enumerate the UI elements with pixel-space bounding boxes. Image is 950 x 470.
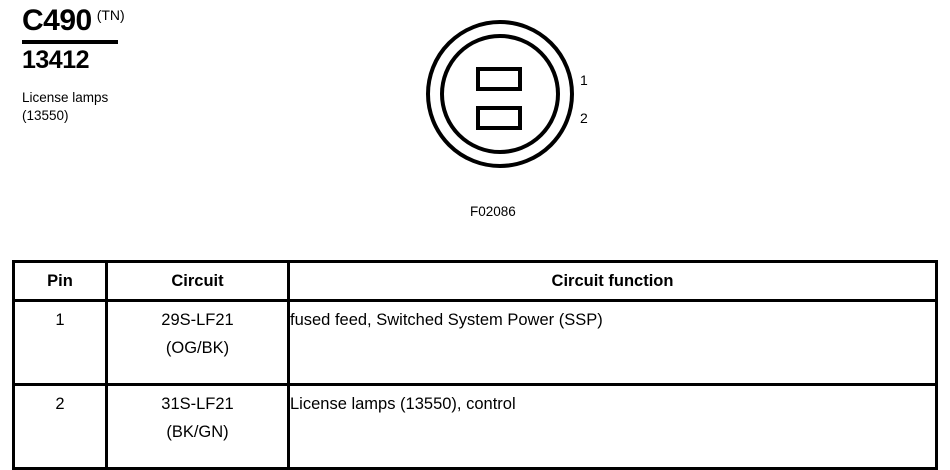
cell-pin: 1	[12, 299, 108, 386]
connector-header-block: C490 (TN) 13412 License lamps (13550)	[22, 6, 342, 125]
connector-id-row: C490 (TN)	[22, 6, 342, 36]
cell-pin: 2	[12, 383, 108, 470]
circuit-code: 31S-LF21	[161, 395, 234, 413]
table-row: 2 31S-LF21 (BK/GN) License lamps (13550)…	[12, 383, 938, 470]
table-row: 1 29S-LF21 (OG/BK) fused feed, Switched …	[12, 299, 938, 386]
cell-circuit: 29S-LF21 (OG/BK)	[105, 299, 290, 386]
column-header-pin: Pin	[12, 260, 108, 302]
diagram-caption: F02086	[470, 204, 516, 219]
component-name: License lamps	[22, 89, 109, 105]
connector-color-code: (TN)	[96, 7, 125, 23]
circuit-color-code: (BK/GN)	[166, 423, 229, 441]
component-description: License lamps (13550)	[22, 89, 342, 125]
connector-inner-ring-icon	[440, 34, 560, 154]
cell-circuit: 31S-LF21 (BK/GN)	[105, 383, 290, 470]
component-number: (13550)	[22, 107, 69, 123]
cell-circuit-function: fused feed, Switched System Power (SSP)	[287, 299, 938, 386]
pin-slot-1-icon	[476, 67, 522, 91]
part-number: 13412	[22, 46, 90, 74]
column-header-circuit: Circuit	[105, 260, 290, 302]
circuit-color-code: (OG/BK)	[165, 339, 230, 357]
pin-callout-1: 1	[580, 72, 588, 88]
connector-outer-ring-icon	[426, 20, 574, 168]
column-header-circuit-function: Circuit function	[287, 260, 938, 302]
pin-assignment-table: Pin Circuit Circuit function 1 29S-LF21 …	[12, 260, 938, 470]
cell-circuit-function: License lamps (13550), control	[287, 383, 938, 470]
connector-id: C490	[22, 4, 92, 37]
table-header-row: Pin Circuit Circuit function	[12, 260, 938, 302]
pin-callout-2: 2	[580, 110, 588, 126]
circuit-code: 29S-LF21	[161, 311, 234, 329]
pin-slot-2-icon	[476, 106, 522, 130]
connector-face-diagram: 1 2 F02086	[420, 14, 595, 229]
connector-id-underline	[22, 40, 118, 44]
